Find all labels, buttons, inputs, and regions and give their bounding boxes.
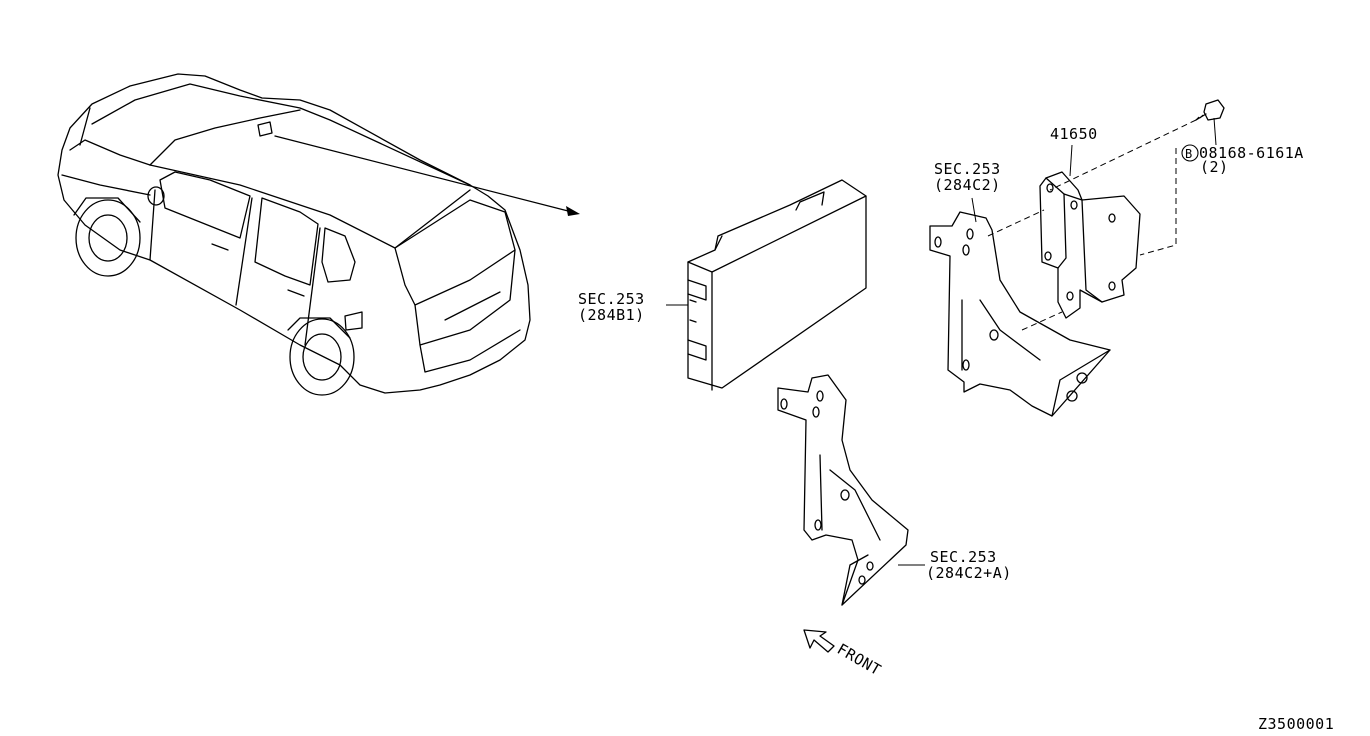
label-bolt-marker: B — [1185, 147, 1192, 161]
bracket-284c2a — [777, 374, 925, 606]
label-part-41650: 41650 — [1050, 125, 1098, 143]
bracket-284c2 — [929, 197, 1111, 417]
front-arrow-icon — [803, 629, 835, 653]
bolt-marker-circle-icon — [1181, 144, 1199, 162]
label-bolt-part: 08168-6161A — [1199, 144, 1304, 162]
vehicle-illustration — [57, 73, 580, 396]
control-unit-284b1 — [666, 179, 867, 391]
label-sec-253-b: SEC.253 — [934, 160, 1001, 178]
label-sec-253-c: SEC.253 — [930, 548, 997, 566]
label-diagram-code: Z3500001 — [1258, 715, 1334, 733]
label-front: FRONT — [834, 640, 884, 679]
module-41650 — [1039, 144, 1141, 319]
label-ref-284c2a: (284C2+A) — [926, 564, 1012, 582]
label-sec-253-a: SEC.253 — [578, 290, 645, 308]
dashed-leaders — [987, 119, 1197, 331]
label-ref-284b1: (284B1) — [578, 306, 645, 324]
label-bolt-qty: (2) — [1200, 158, 1229, 176]
bolt-08168-6161a — [1195, 99, 1225, 146]
label-ref-284c2: (284C2) — [934, 176, 1001, 194]
